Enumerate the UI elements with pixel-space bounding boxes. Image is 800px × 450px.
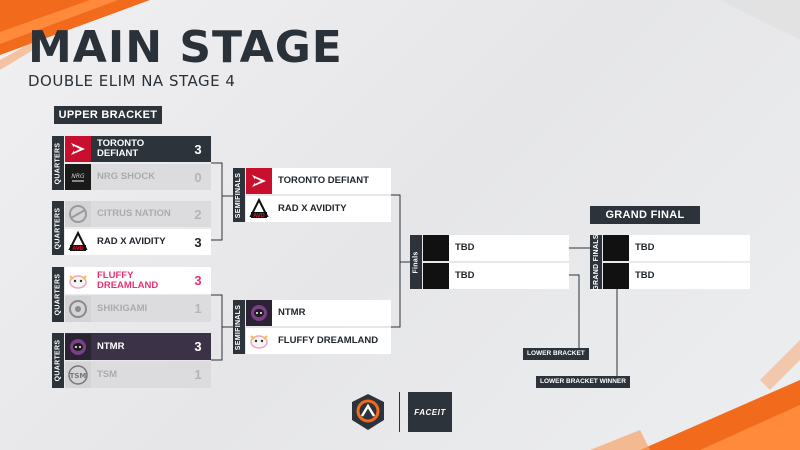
match-team-row[interactable]: NTMR 3 (65, 333, 211, 360)
overwatch-logo (346, 392, 390, 432)
lower-bracket-winner-tag: LOWER BRACKET WINNER (536, 376, 630, 388)
match-team-row[interactable]: TBD (423, 235, 569, 261)
match-team-row[interactable]: CITRUS NATION 2 (65, 201, 211, 227)
team-name: TSM (97, 368, 118, 380)
svg-text:NRG: NRG (71, 173, 85, 180)
team-name: SHIKIGAMI (97, 302, 148, 314)
match-team-row[interactable]: NRG NRG SHOCK 0 (65, 164, 211, 190)
page-subtitle: DOUBLE ELIM NA STAGE 4 (28, 72, 236, 90)
match-team-row[interactable]: TORONTO DEFIANT 3 (65, 136, 211, 162)
match-team-row[interactable]: AVD RAD X AVIDITY 3 (65, 229, 211, 255)
match-team-row[interactable]: AVD RAD X AVIDITY (246, 196, 391, 222)
team-name: TORONTO DEFIANT (278, 175, 369, 186)
upper-bracket-label: UPPER BRACKET (54, 106, 162, 124)
rad-x-avidity-logo: AVD (246, 196, 272, 222)
match-team-row[interactable]: TSM TSM 1 (65, 361, 211, 388)
footer-divider (399, 392, 400, 432)
tsm-logo: TSM (65, 361, 91, 388)
lower-bracket-tag: LOWER BRACKET (523, 348, 589, 360)
team-name: NTMR (278, 307, 306, 318)
rad-x-avidity-logo: AVD (65, 229, 91, 255)
semifinals-label-1: SEMIFINALS (233, 168, 245, 222)
team-name: NRG SHOCK (97, 171, 156, 182)
tbd-logo (603, 235, 629, 261)
team-score: 3 (194, 339, 202, 354)
match-team-row[interactable]: NTMR (246, 300, 391, 326)
team-score: 3 (194, 273, 202, 288)
toronto-defiant-logo (65, 136, 91, 162)
team-name: RAD X AVIDITY (97, 236, 166, 247)
match-team-row[interactable]: TBD (423, 263, 569, 289)
quarters-label-1: QUARTERS (52, 136, 64, 190)
svg-text:TSM: TSM (70, 372, 87, 380)
team-score: 1 (194, 367, 202, 382)
team-name: TORONTO DEFIANT (97, 138, 145, 159)
grand-finals-label: GRAND FINALS (590, 234, 602, 290)
svg-text:AVD: AVD (72, 246, 84, 252)
finals-label: Finals (410, 235, 422, 289)
toronto-defiant-logo (246, 168, 272, 194)
semifinals-label-2: SEMIFINALS (233, 300, 245, 354)
match-team-row[interactable]: FLUFFY DREAMLAND (246, 328, 391, 354)
team-name: CITRUS NATION (97, 208, 171, 219)
team-score: 0 (194, 169, 202, 185)
citrus-nation-logo (65, 201, 91, 227)
faceit-logo-text: FACEIT (414, 407, 446, 417)
team-name: NTMR (97, 340, 125, 352)
nrg-shock-logo: NRG (65, 164, 91, 190)
team-name: TBD (635, 270, 655, 281)
team-name: RAD X AVIDITY (278, 203, 347, 214)
team-name: TBD (635, 242, 655, 253)
faceit-logo: FACEIT (408, 392, 452, 432)
tbd-logo (603, 263, 629, 289)
svg-text:AVD: AVD (253, 213, 265, 219)
match-team-row[interactable]: FLUFFY DREAMLAND 3 (65, 267, 211, 294)
team-score: 1 (194, 301, 202, 316)
fluffy-dreamland-logo (246, 328, 272, 354)
team-name: FLUFFY DREAMLAND (278, 335, 379, 346)
team-score: 3 (194, 234, 202, 250)
grand-final-label: GRAND FINAL (590, 206, 700, 224)
page-title: MAIN STAGE (28, 22, 343, 73)
match-team-row[interactable]: TBD (603, 235, 750, 261)
quarters-label-4: QUARTERS (52, 333, 64, 388)
quarters-label-3: QUARTERS (52, 267, 64, 322)
tbd-logo (423, 263, 449, 289)
team-name: FLUFFY DREAMLAND (97, 269, 159, 291)
team-name: TBD (455, 270, 475, 281)
ntmr-logo (246, 300, 272, 326)
team-score: 3 (194, 141, 202, 157)
match-team-row[interactable]: TBD (603, 263, 750, 289)
tbd-logo (423, 235, 449, 261)
fluffy-dreamland-logo (65, 267, 91, 294)
match-team-row[interactable]: TORONTO DEFIANT (246, 168, 391, 194)
match-team-row[interactable]: SHIKIGAMI 1 (65, 295, 211, 322)
quarters-label-2: QUARTERS (52, 201, 64, 255)
shikigami-logo (65, 295, 91, 322)
team-name: TBD (455, 242, 475, 253)
ntmr-logo (65, 333, 91, 360)
team-score: 2 (194, 206, 202, 222)
